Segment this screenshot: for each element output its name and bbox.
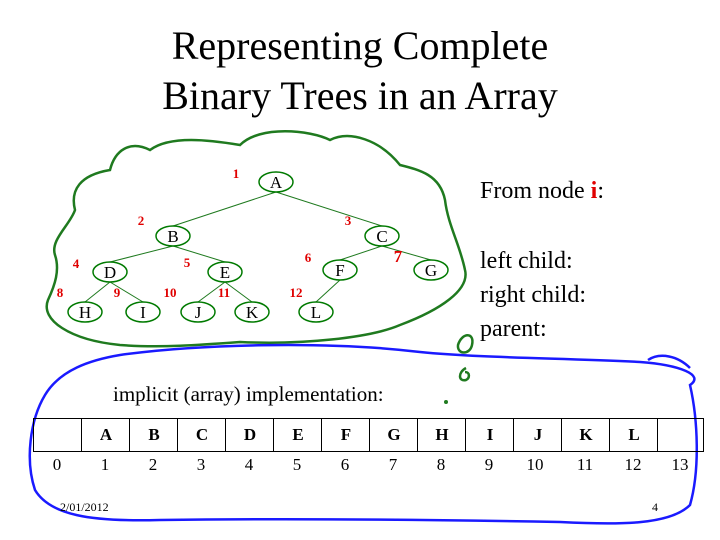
array-index-label: 10 [526, 455, 544, 474]
green-mark-0 [456, 334, 474, 354]
tree-node-a [258, 171, 294, 193]
tree-edge [275, 191, 383, 227]
tree-node-index: 6 [305, 250, 312, 265]
array-cell: H [417, 418, 466, 452]
tree-edge [381, 245, 432, 261]
array-cell: F [321, 418, 370, 452]
right-child-label: right child: [480, 282, 586, 308]
footer-page-number: 4 [652, 500, 658, 514]
array-index-label: 0 [52, 455, 62, 474]
tree-node-k [234, 301, 270, 323]
implicit-implementation-label: implicit (array) implementation: [113, 382, 384, 406]
slide-title-line-2: Binary Trees in an Array [162, 73, 558, 118]
tree-node-b [155, 225, 191, 247]
from-node-prefix: From node [480, 178, 591, 204]
array-cell: J [513, 418, 562, 452]
tree-node-d [92, 261, 128, 283]
slide-title-line-1: Representing Complete [171, 23, 549, 68]
node-variable-i: i [590, 178, 598, 204]
tree-edge [84, 281, 111, 303]
tree-edge [172, 191, 277, 227]
tree-edge [197, 281, 226, 303]
tree-node-label: I [140, 303, 146, 322]
blue-annotation-tail [647, 354, 691, 369]
tree-node-label: E [220, 263, 230, 282]
array-index-label: 7 [388, 455, 398, 474]
tree-node-index: 12 [290, 285, 303, 300]
array-cell: B [129, 418, 178, 452]
tree-node-index: 10 [164, 285, 177, 300]
tree-node-index: 5 [184, 255, 191, 270]
tree-node-index: 7 [394, 247, 403, 266]
tree-node-g [413, 259, 449, 281]
array-index-label: 13 [671, 455, 689, 474]
array-cell: L [609, 418, 658, 452]
tree-node-f [322, 259, 358, 281]
array-cell [33, 418, 81, 452]
tree-node-index: 4 [73, 256, 80, 271]
array-cell: C [177, 418, 226, 452]
left-child-label: left child: [480, 248, 573, 274]
tree-node-e [207, 261, 243, 283]
array-cell: I [465, 418, 514, 452]
array-index-label: 4 [244, 455, 254, 474]
array-index-label: 9 [484, 455, 494, 474]
array-index-label: 12 [624, 455, 642, 474]
array-row [33, 418, 704, 452]
tree-node-label: G [425, 261, 437, 280]
parent-label: parent: [480, 316, 547, 342]
array-cell: K [561, 418, 610, 452]
array-cell: E [273, 418, 322, 452]
array-cell: D [225, 418, 274, 452]
from-node-suffix: : [597, 178, 605, 204]
tree-node-label: C [376, 227, 387, 246]
tree-node-index: 11 [218, 285, 230, 300]
tree-node-label: A [270, 173, 283, 192]
array-cell [657, 418, 705, 452]
array-index-label: 5 [292, 455, 302, 474]
tree-node-label: F [335, 261, 344, 280]
blue-annotation-loop [28, 343, 698, 525]
tree-node-label: J [195, 303, 202, 322]
tree-node-i [125, 301, 161, 323]
tree-edge [315, 279, 341, 303]
green-mark-6 [458, 366, 471, 382]
array-index-label: 6 [340, 455, 350, 474]
array-index-label: 1 [100, 455, 110, 474]
tree-node-label: H [79, 303, 91, 322]
array-index-label: 3 [196, 455, 206, 474]
array-index-label: 8 [436, 455, 446, 474]
array-index-label: 2 [148, 455, 158, 474]
array-index-label: 11 [576, 455, 594, 474]
from-node-line: From node i: [480, 177, 604, 205]
tree-node-index: 2 [138, 213, 145, 228]
tree-node-c [364, 225, 400, 247]
green-annotation-loop [45, 130, 467, 348]
array-cell: A [81, 418, 130, 452]
tree-edge [172, 245, 226, 263]
tree-node-index: 3 [345, 213, 352, 228]
tree-edge [224, 281, 253, 303]
tree-node-label: B [167, 227, 178, 246]
tree-node-index: 8 [57, 285, 64, 300]
green-mark-dot [444, 400, 448, 404]
tree-edge [109, 281, 144, 303]
array-cell: G [369, 418, 418, 452]
tree-node-j [180, 301, 216, 323]
tree-edge [109, 245, 174, 263]
footer-date: 2/01/2012 [60, 500, 109, 514]
tree-node-h [67, 301, 103, 323]
tree-edge [339, 245, 383, 261]
tree-node-label: D [104, 263, 116, 282]
tree-node-label: L [311, 303, 321, 322]
tree-node-l [298, 301, 334, 323]
tree-node-index: 9 [114, 285, 121, 300]
tree-node-index: 1 [233, 166, 240, 181]
tree-node-label: K [246, 303, 259, 322]
